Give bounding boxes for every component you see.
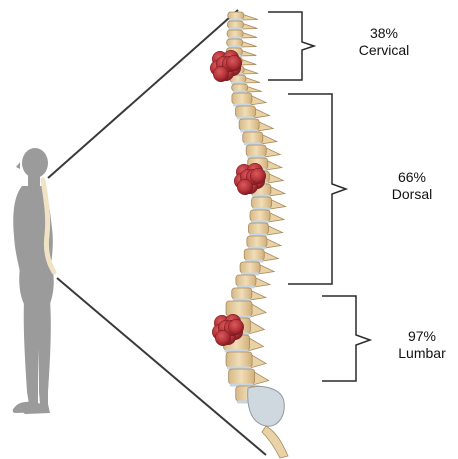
spine-icon [224, 12, 288, 458]
vertebra-body [232, 93, 252, 104]
vertebra-body [227, 30, 243, 37]
vertebra-process [250, 290, 266, 300]
vertebra-body [236, 275, 256, 286]
vertebra-process [246, 86, 262, 92]
tumor-lobe [226, 55, 241, 70]
vertebra-body [229, 369, 255, 384]
sacrum [248, 387, 285, 427]
bracket-lumbar [322, 296, 370, 381]
vertebra-body [250, 210, 270, 221]
label-lumbar-percent: 97% [392, 328, 452, 345]
vertebra-process [242, 14, 258, 20]
label-dorsal: 66% Dorsal [377, 169, 447, 203]
vertebra-body [240, 262, 260, 273]
vertebra-body [252, 197, 272, 208]
vertebra-body [243, 132, 263, 143]
vertebra-body [226, 352, 252, 367]
label-lumbar-name: Lumbar [392, 345, 452, 362]
tumor-lobe [213, 66, 228, 81]
label-dorsal-percent: 66% [377, 169, 447, 186]
coccyx [262, 426, 288, 458]
zoom-line-top [48, 10, 238, 178]
vertebra-body [246, 145, 266, 156]
vertebra-body [248, 223, 268, 234]
label-cervical-percent: 38% [344, 25, 424, 42]
vertebra-process [250, 354, 266, 368]
label-dorsal-name: Dorsal [377, 186, 447, 203]
vertebra-body [236, 106, 256, 117]
vertebra-process [241, 41, 257, 47]
vertebra-process [244, 77, 260, 83]
vertebra-body [226, 301, 252, 316]
label-cervical: 38% Cervical [344, 25, 424, 59]
vertebra-body [232, 288, 252, 299]
vertebra-process [241, 32, 257, 38]
bracket-cervical [268, 12, 314, 80]
tumor-lobe [215, 330, 230, 345]
label-lumbar: 97% Lumbar [392, 328, 452, 362]
tumor-lobe [228, 319, 243, 334]
tumor-lobe [237, 179, 252, 194]
vertebra-process [240, 50, 256, 56]
vertebra-body [247, 236, 267, 247]
vertebra-body [244, 249, 264, 260]
vertebra-body [232, 84, 248, 91]
human-silhouette-icon [13, 148, 54, 414]
vertebra-body [227, 39, 243, 46]
vertebra-process [241, 23, 257, 29]
vertebra-body [228, 12, 244, 19]
vertebra-process [242, 68, 258, 74]
label-cervical-name: Cervical [344, 42, 424, 59]
vertebra-body [239, 119, 259, 130]
vertebra-process [240, 59, 256, 65]
tumor-lobe [250, 168, 265, 183]
bracket-dorsal [288, 94, 346, 284]
vertebra-body [227, 21, 243, 28]
